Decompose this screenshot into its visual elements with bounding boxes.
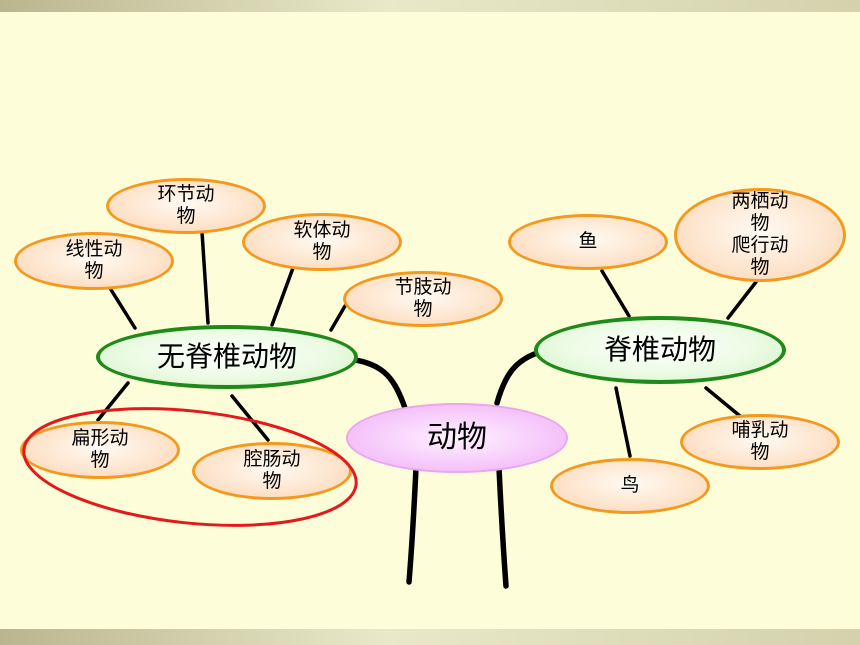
- edge-xianxing: [106, 283, 137, 330]
- edge-qiangchang: [230, 394, 270, 442]
- node-huanjie: 环节动物: [106, 178, 266, 234]
- node-vertebrates: 脊椎动物: [534, 316, 786, 384]
- trunk-left-branch: [352, 357, 408, 411]
- edge-ruanti: [270, 266, 295, 327]
- trunk-right-stem: [496, 465, 509, 589]
- node-buru: 哺乳动物: [680, 414, 840, 470]
- node-root: 动物: [346, 403, 568, 473]
- node-yu: 鱼: [508, 214, 668, 270]
- node-qiangchang: 腔肠动物: [192, 442, 352, 500]
- node-invertebrates: 无脊椎动物: [96, 325, 358, 389]
- node-niao: 鸟: [550, 458, 710, 514]
- node-jiezhi: 节肢动物: [343, 271, 503, 327]
- node-liangqi-paxing: 两栖动物爬行动物: [674, 188, 846, 282]
- edge-liangqi: [726, 280, 758, 320]
- node-ruanti: 软体动物: [242, 213, 402, 271]
- node-bianxing: 扁形动物: [20, 421, 180, 479]
- top-border-band: [0, 0, 860, 12]
- edge-niao: [614, 386, 632, 458]
- edge-yu: [600, 269, 631, 318]
- trunk-left-stem: [406, 465, 419, 585]
- edge-huanjie: [200, 230, 210, 325]
- edge-bianxing: [96, 381, 130, 422]
- edge-buru: [704, 386, 742, 418]
- edge-jiezhi: [329, 304, 347, 332]
- node-xianxing: 线性动物: [14, 232, 174, 290]
- trunk-right-branch: [494, 349, 543, 406]
- bottom-border-band: [0, 629, 860, 645]
